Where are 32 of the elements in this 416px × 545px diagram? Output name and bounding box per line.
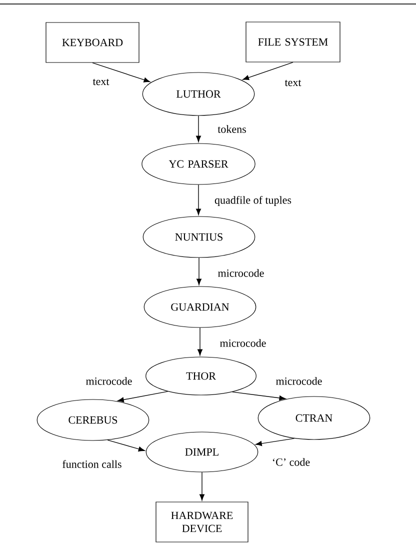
arrow [255,438,295,446]
edge-label: microcode [86,377,132,385]
edge-label: text [92,78,110,86]
ellipse-node: DIMPL [146,432,258,472]
arrow [196,257,202,286]
ellipse-node: THOR [146,356,256,396]
arrow [232,392,286,400]
edge-label: quadfile of tuples [214,196,292,206]
arrow [198,327,202,356]
ellipse-node: CEREBUS [36,399,150,441]
edge-label: ‘C’ code [272,458,310,466]
arrow [196,184,201,216]
rectangle-box: KEYBOARD [46,22,140,63]
edge-label: text [284,80,302,86]
arrow [107,440,145,452]
ellipse-node: CTRAN [258,396,370,440]
ellipse-node: YC PARSER [142,143,256,185]
ellipse-node: NUNTIUS [142,216,256,258]
edge-label: microcode [276,377,322,385]
rectangle-box: FILE SYSTEM [246,22,340,62]
arrow [92,62,150,82]
edge-label: microcode [220,339,266,347]
arrow [117,391,168,402]
arrow [242,62,294,80]
edge-label: microcode [218,269,264,277]
ellipse-node: LUTHOR [142,72,255,116]
arrow [196,115,201,142]
edge-label: function calls [62,460,122,468]
arrow [200,472,204,501]
edge-label: tokens [218,125,246,133]
ellipse-node: GUARDIAN [144,286,256,328]
rectangle-box: HARDWARE DEVICE [156,502,248,542]
